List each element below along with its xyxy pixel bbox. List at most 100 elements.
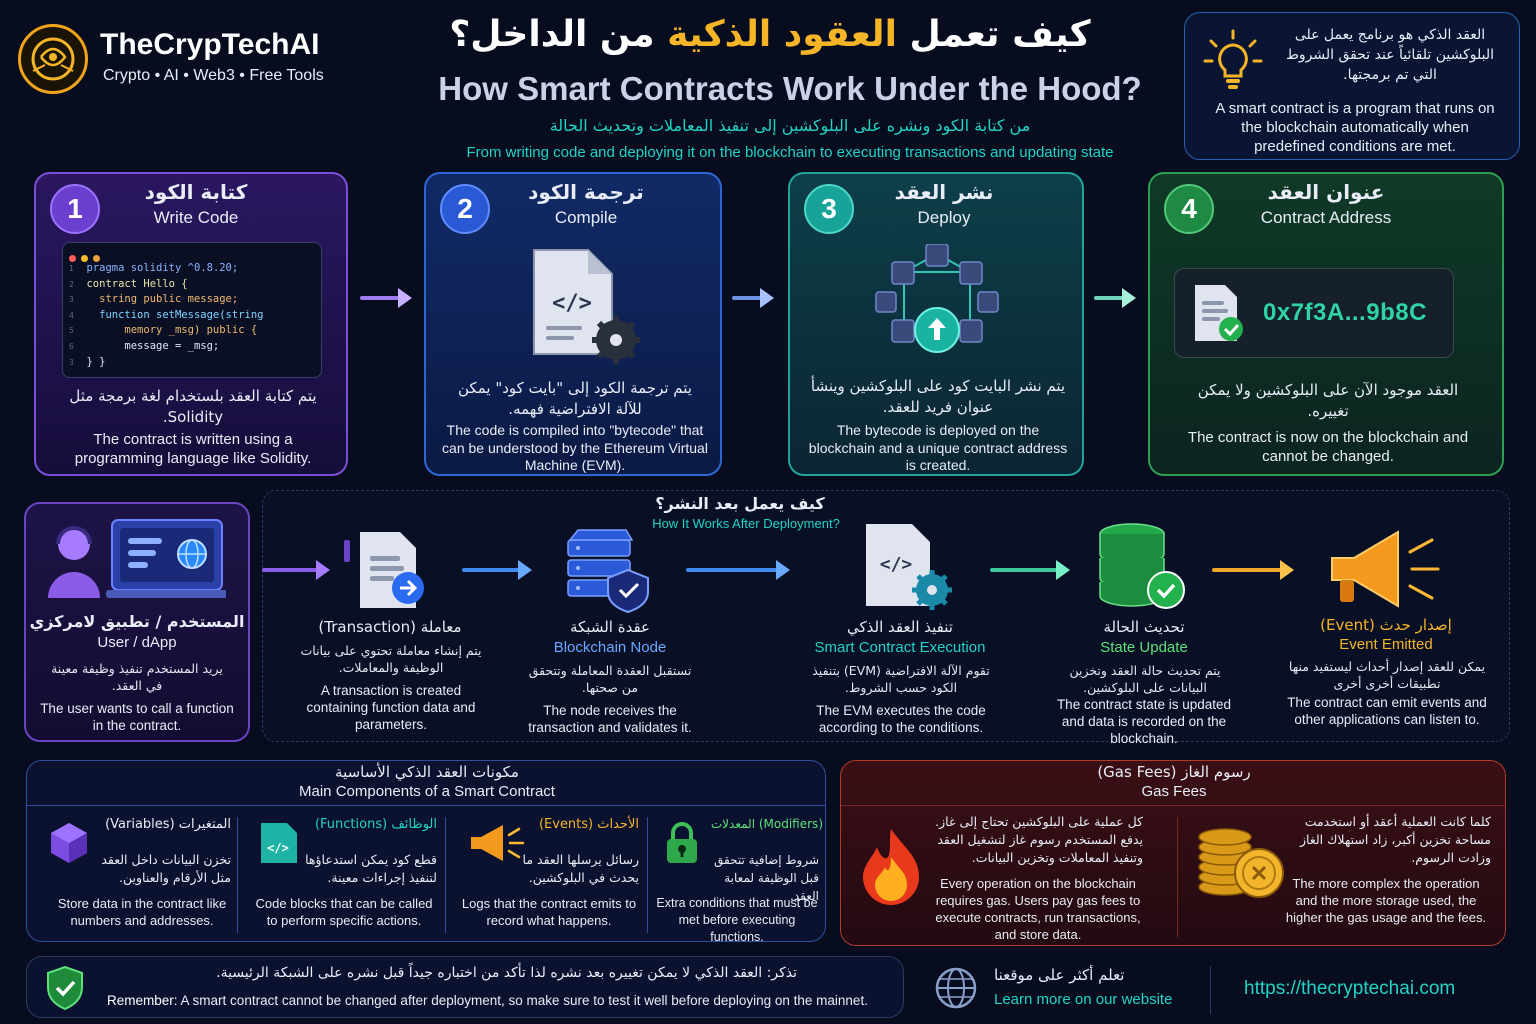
- address-box[interactable]: 0x7f3A...9b8C: [1174, 268, 1454, 358]
- contract-address-value[interactable]: 0x7f3A...9b8C: [1263, 299, 1427, 326]
- learn-more-ar: تعلم أكثر على موقعنا: [994, 966, 1125, 984]
- step-desc-en: The contract is now on the blockchain an…: [1187, 429, 1469, 465]
- page-title-en: How Smart Contracts Work Under the Hood?: [438, 70, 1142, 107]
- brand-name: TheCrypTechAI: [100, 28, 320, 61]
- website-url-link[interactable]: https://thecryptechai.com: [1244, 978, 1456, 999]
- svg-text:</>: </>: [880, 554, 913, 575]
- step-title-en: Deploy: [917, 208, 971, 227]
- component-desc-ar: شروط إضافية تتحقق قبل الوظيفة لمعابة الع…: [714, 853, 819, 903]
- step-desc-en: The contract is written using a programm…: [74, 431, 312, 467]
- component-events: الأحداث (Events) رسائل يرسلها العقد ما ي…: [449, 811, 639, 936]
- lock-icon: [667, 822, 697, 863]
- step-desc-en: The bytecode is deployed on the blockcha…: [808, 422, 1068, 473]
- user-dapp-card: المستخدم / تطبيق لامركزي User / dApp يري…: [24, 502, 250, 742]
- components-panel: مكونات العقد الذكي الأساسية Main Compone…: [26, 760, 826, 944]
- gas-right-en: The more complex the operation and the m…: [1285, 876, 1487, 925]
- components-title-ar: مكونات العقد الذكي الأساسية: [335, 763, 519, 781]
- code-line: 5 memory _msg) public {: [69, 324, 258, 337]
- step-card-compile: 2 ترجمة الكود Compile </> يتم ترجمة الكو…: [424, 172, 722, 476]
- step-card-deploy: 3 نشر العقد Deploy يتم نشر البايت كود عل…: [788, 172, 1084, 476]
- flow-arrow: [1094, 288, 1136, 308]
- step-number-3: 3: [804, 184, 854, 234]
- component-title: (Modifiers) المعدلات: [710, 817, 823, 831]
- step-title-en: Write Code: [153, 208, 239, 227]
- step-desc-en: The code is compiled into "bytecode" tha…: [442, 422, 708, 473]
- step-card-write-code: 1 كتابة الكود Write Code 1 pragma solidi…: [34, 172, 348, 476]
- server-node-icon: [567, 529, 649, 614]
- gas-left-en: Every operation on the blockchain requir…: [935, 876, 1141, 942]
- code-editor[interactable]: 1 pragma solidity ^0.8.20; 2 contract He…: [62, 242, 322, 378]
- step-card-contract-address: 4 عنوان العقد Contract Address 0x7f3A...…: [1148, 172, 1504, 476]
- component-title: الأحداث (Events): [538, 817, 639, 832]
- code-block: 1 pragma solidity ^0.8.20; 2 contract He…: [69, 261, 319, 370]
- window-dots: [69, 247, 101, 266]
- globe-icon: [935, 967, 977, 1009]
- step-desc-ar: يتم كتابة العقد بلستخدام لغة برمجة مثل S…: [69, 387, 317, 426]
- code-line: 1 pragma solidity ^0.8.20;: [69, 262, 239, 274]
- component-modifiers: (Modifiers) المعدلات شروط إضافية تتحقق ق…: [651, 811, 823, 944]
- state-title-en: State Update: [1100, 639, 1188, 656]
- node-title-ar: عقدة الشبكة: [569, 618, 650, 636]
- event-title-ar: إصدار حدث (Event): [1320, 616, 1452, 634]
- reminder-en: Remember: A smart contract cannot be cha…: [107, 993, 868, 1008]
- learn-more-link[interactable]: Learn more on our website: [994, 991, 1173, 1008]
- flow-title-en: How It Works After Deployment?: [652, 516, 840, 531]
- component-desc-ar: تخزن البيانات داخل العقد مثل الأرقام وال…: [101, 852, 231, 885]
- code-execution-icon: </>: [866, 524, 952, 610]
- code-line: 2 contract Hello {: [69, 277, 188, 290]
- lightbulb-icon: [1203, 29, 1263, 89]
- execution-desc-en: The EVM executes the code according to t…: [816, 703, 986, 735]
- step-desc-ar: يتم ترجمة الكود إلى "بايت كود" يمكن للآل…: [458, 379, 692, 418]
- megaphone-icon: [471, 825, 525, 861]
- component-variables: المتغيرات (Variables) تخزن البيانات داخل…: [33, 811, 231, 936]
- page-subtitle-ar: من كتابة الكود ونشره على البلوكشين إلى ت…: [549, 116, 1031, 135]
- user-title-en: User / dApp: [97, 634, 177, 651]
- brain-circuit-icon: [31, 37, 75, 81]
- component-title: الوظائف (Functions): [314, 817, 437, 832]
- definition-en: A smart contract is a program that runs …: [1215, 100, 1495, 155]
- component-desc-ar: قطع كود يمكن استدعاؤها لتنفيذ إجراءات مع…: [305, 852, 437, 885]
- reminder-ar: تذكر: العقد الذكي لا يمكن تغييره بعد نشر…: [216, 965, 797, 981]
- flow-arrow: [462, 560, 532, 580]
- reminder-panel: تذكر: العقد الذكي لا يمكن تغييره بعد نشر…: [26, 956, 904, 1018]
- transaction-document-icon: [344, 532, 424, 608]
- svg-text:</>: </>: [267, 841, 289, 855]
- brand-logo[interactable]: [18, 24, 88, 94]
- code-file-icon: </>: [261, 823, 297, 863]
- step-number-1: 1: [50, 184, 100, 234]
- execution-title-en: Smart Contract Execution: [814, 639, 986, 656]
- divider: [841, 805, 1505, 806]
- megaphone-icon: [1331, 530, 1440, 608]
- user-title-ar: المستخدم / تطبيق لامركزي: [29, 612, 245, 631]
- brand-tagline: Crypto • AI • Web3 • Free Tools: [103, 67, 324, 84]
- gas-left-ar: كل عملية على البلوكشين تحتاج إلى غاز. يد…: [935, 814, 1143, 865]
- flow-title-ar: كيف يعمل بعد النشر؟: [655, 494, 825, 513]
- event-title-en: Event Emitted: [1339, 636, 1433, 653]
- component-desc-en: Store data in the contract like numbers …: [57, 896, 227, 928]
- code-line: 3 string public message;: [69, 293, 239, 306]
- component-title: المتغيرات (Variables): [105, 817, 231, 832]
- node-desc-ar: تستقبل العقدة المعاملة وتتحقق من صحتها.: [528, 663, 692, 695]
- execution-desc-ar: تقوم الآلة الافتراضية (EVM) بتنفيذ الكود…: [812, 663, 990, 695]
- flow-arrow: [732, 288, 774, 308]
- user-desc-ar: يريد المستخدم تنفيذ وظيفة معينة في العقد…: [51, 661, 223, 693]
- flow-arrow: [686, 560, 790, 580]
- code-line: 3 } }: [69, 355, 106, 368]
- transaction-desc-ar: يتم إنشاء معاملة تحتوي على بيانات الوظيف…: [300, 643, 482, 675]
- code-line: 6 message = _msg;: [69, 339, 220, 352]
- step-desc-ar: العقد موجود الآن على البلوكشين ولا يمكن …: [1197, 381, 1459, 420]
- definition-box: العقد الذكي هو برنامج يعمل على البلوكشين…: [1184, 12, 1520, 160]
- user-desc-en: The user wants to call a function in the…: [40, 701, 234, 733]
- blockchain-network-icon: [875, 244, 999, 353]
- component-desc-en: Logs that the contract emits to record w…: [461, 896, 637, 928]
- event-desc-en: The contract can emit events and other a…: [1287, 695, 1487, 727]
- node-title-en: Blockchain Node: [553, 639, 667, 656]
- flame-icon: [863, 829, 919, 905]
- gas-right-ar: كلما كانت العملية أعقد أو استخدمت مساحة …: [1300, 814, 1491, 865]
- step-title-ar: كتابة الكود: [144, 180, 248, 204]
- execution-title-ar: تنفيذ العقد الذكي: [847, 618, 953, 636]
- step-title-ar: نشر العقد: [894, 180, 994, 204]
- compile-file-icon: </>: [533, 249, 640, 364]
- divider: [1177, 817, 1178, 937]
- flow-arrow: [262, 560, 330, 580]
